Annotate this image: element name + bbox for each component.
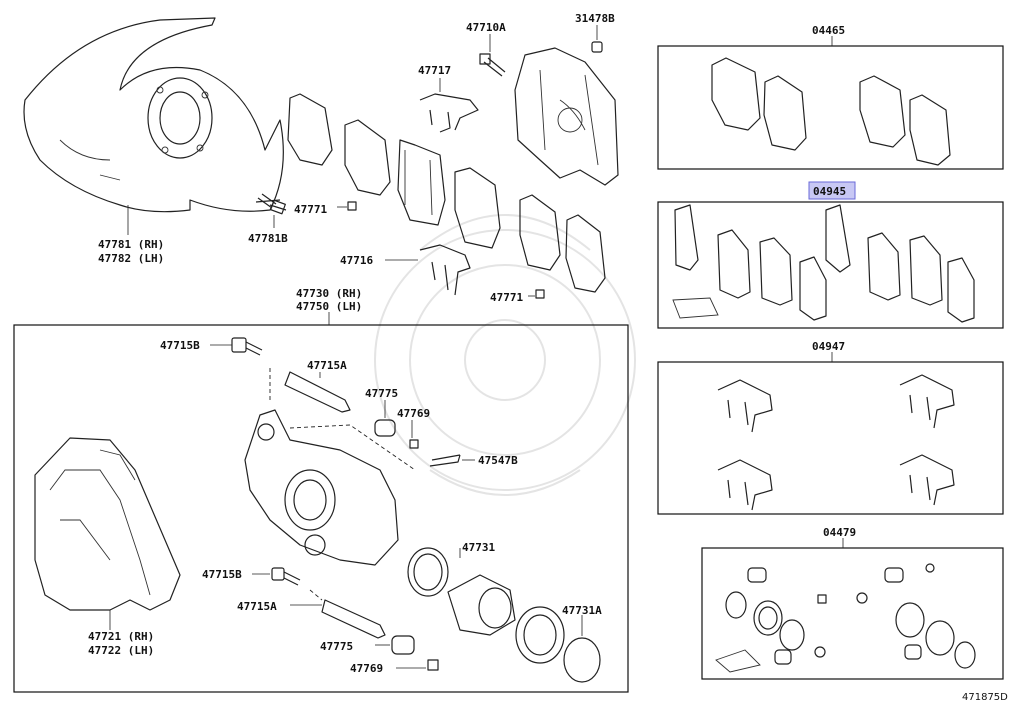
label-47715B-a[interactable]: 47715B — [160, 339, 200, 352]
label-31478B[interactable]: 31478B — [575, 12, 615, 25]
label-47722[interactable]: 47722 (LH) — [88, 644, 154, 657]
label-47731[interactable]: 47731 — [462, 541, 495, 554]
label-47730[interactable]: 47730 (RH) — [296, 287, 362, 300]
small-clips-drawing — [337, 201, 545, 299]
label-47547B[interactable]: 47547B — [478, 454, 518, 467]
watermark-emblem — [374, 214, 636, 496]
caliper-cylinder-drawing — [244, 409, 399, 566]
kit-04479-box — [701, 547, 1004, 680]
kit-04945-pads-drawing — [672, 204, 975, 323]
kit-04945-highlight — [808, 181, 856, 200]
label-47715A-a[interactable]: 47715A — [307, 359, 347, 372]
label-47721[interactable]: 47721 (RH) — [88, 630, 154, 643]
diagram-code: 471875D — [962, 692, 1008, 703]
label-47775-b[interactable]: 47775 — [320, 640, 353, 653]
label-47781[interactable]: 47781 (RH) — [98, 238, 164, 251]
label-47715B-b[interactable]: 47715B — [202, 568, 242, 581]
label-47781B[interactable]: 47781B — [248, 232, 288, 245]
piston-seals-drawing — [407, 547, 601, 683]
label-47715A-b[interactable]: 47715A — [237, 600, 277, 613]
label-47771-a[interactable]: 47771 — [294, 203, 327, 216]
kit-04465-pads-drawing — [711, 57, 951, 166]
label-kit-04465[interactable]: 04465 — [812, 24, 845, 37]
torque-plate-drawing — [34, 437, 181, 630]
label-47771-b[interactable]: 47771 — [490, 291, 523, 304]
kit-labels: 04465 04945 04947 04479 — [812, 24, 856, 539]
label-kit-04945[interactable]: 04945 — [813, 185, 846, 198]
kit-04947-clips-drawing — [717, 374, 955, 511]
label-47716[interactable]: 47716 — [340, 254, 373, 267]
label-47710A[interactable]: 47710A — [466, 21, 506, 34]
dust-shield-drawing — [23, 17, 284, 235]
part-labels: 47710A 31478B 47717 47781 (RH) 47782 (LH… — [88, 12, 615, 675]
pad-support-plates-drawing — [385, 78, 479, 296]
caliper-mounting-top-drawing — [514, 47, 619, 186]
kit-04945-box — [657, 201, 1004, 329]
label-47775-a[interactable]: 47775 — [365, 387, 398, 400]
label-47782[interactable]: 47782 (LH) — [98, 252, 164, 265]
guide-pins-drawing — [210, 337, 475, 671]
label-kit-04479[interactable]: 04479 — [823, 526, 856, 539]
bolt-31478B-drawing — [591, 25, 603, 53]
bolt-47710A-drawing — [479, 34, 506, 77]
label-kit-04947[interactable]: 04947 — [812, 340, 845, 353]
kit-04479-seals-drawing — [715, 563, 976, 673]
kit-04465-box — [657, 45, 1004, 170]
brake-pads-upper-drawing — [287, 93, 606, 293]
label-47769-a[interactable]: 47769 — [397, 407, 430, 420]
caliper-assembly-box — [13, 324, 629, 693]
label-47717[interactable]: 47717 — [418, 64, 451, 77]
label-47769-b[interactable]: 47769 — [350, 662, 383, 675]
label-47731A[interactable]: 47731A — [562, 604, 602, 617]
kit-04947-box — [657, 361, 1004, 515]
label-47750[interactable]: 47750 (LH) — [296, 300, 362, 313]
bolt-47781B-drawing — [255, 193, 287, 228]
